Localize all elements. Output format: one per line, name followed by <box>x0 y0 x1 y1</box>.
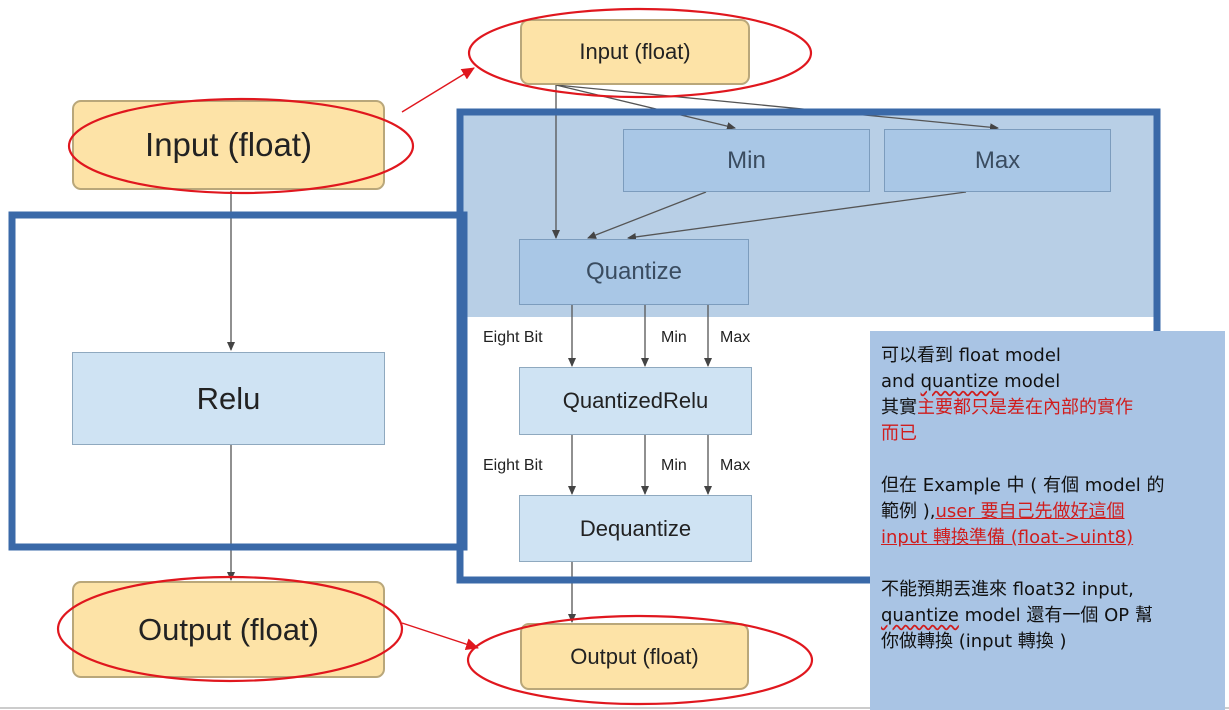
note-line: 但在 Example 中 ( 有個 model 的 <box>881 475 1165 496</box>
left-input-node: Input (float) <box>72 100 385 190</box>
left-output-node: Output (float) <box>72 581 385 678</box>
left-input-label: Input (float) <box>145 126 312 163</box>
highlight-ellipse <box>466 614 814 706</box>
right-frame <box>456 108 1161 331</box>
note-line: 可以看到 float model <box>881 345 1061 366</box>
edge-label-max: Max <box>720 329 751 346</box>
edge-label-min: Min <box>661 457 687 474</box>
quantize-label: Quantize <box>585 258 683 285</box>
left-frame <box>8 211 468 551</box>
note-line: quantize model 還有一個 OP 幫 <box>881 605 1153 626</box>
right-input-label: Input (float) <box>579 39 691 64</box>
dequantize-label: Dequantize <box>579 515 692 541</box>
note-line: 不能預期丟進來 float32 input, <box>881 579 1134 600</box>
annotation-note: 可以看到 float model and quantize model 其實主要… <box>870 331 1225 710</box>
quantized-relu-node: QuantizedRelu <box>519 367 752 435</box>
quantize-node: Quantize <box>519 239 749 305</box>
note-line: 你做轉換 (input 轉換 ) <box>881 631 1067 652</box>
right-frame <box>456 317 870 584</box>
left-relu-label: Relu <box>196 380 261 416</box>
min-label: Min <box>727 146 766 174</box>
highlight-ellipse <box>67 97 415 195</box>
right-input-node: Input (float) <box>520 19 750 85</box>
highlight-arrow <box>401 622 479 650</box>
right-output-label: Output (float) <box>570 643 699 669</box>
left-output-label: Output (float) <box>138 611 319 647</box>
edge-label-eight-bit: Eight Bit <box>483 457 543 474</box>
highlight-ellipse <box>56 575 404 683</box>
edge-label-eight-bit: Eight Bit <box>483 329 543 346</box>
left-relu-node: Relu <box>72 352 385 445</box>
max-node: Max <box>884 129 1111 192</box>
note-line: 而已 <box>881 423 917 444</box>
min-node: Min <box>623 129 870 192</box>
right-output-node: Output (float) <box>520 623 749 690</box>
dequantize-node: Dequantize <box>519 495 752 562</box>
highlight-arrow <box>401 67 475 113</box>
note-line: and quantize model <box>881 371 1061 392</box>
note-line: 其實主要都只是差在內部的實作 <box>881 397 1133 418</box>
note-line: input 轉換準備 (float->uint8) <box>881 527 1134 548</box>
max-label: Max <box>974 146 1021 174</box>
edge-label-max: Max <box>720 457 751 474</box>
edge-label-min: Min <box>661 329 687 346</box>
quantized-relu-label: QuantizedRelu <box>562 388 709 413</box>
highlight-ellipse <box>467 7 813 99</box>
note-line: 範例 ),user 要自己先做好這個 <box>881 501 1125 522</box>
